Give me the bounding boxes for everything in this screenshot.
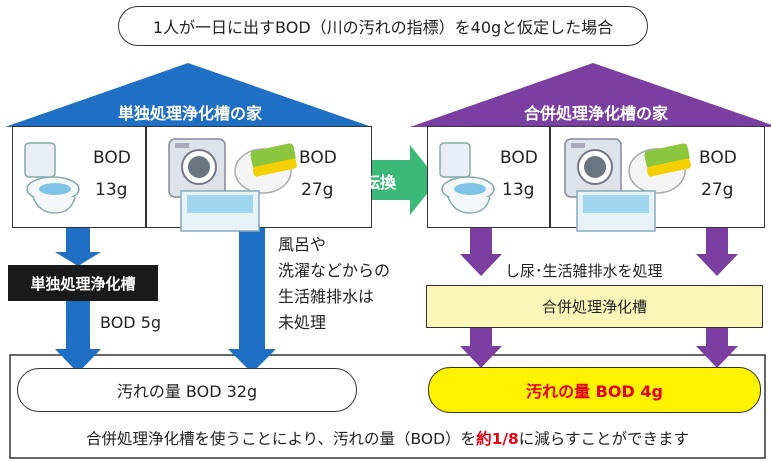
left-toilet-bod-value: 13g <box>95 180 128 200</box>
footer-after: に減らすことができます <box>518 430 689 448</box>
left-house-label: 単独処理浄化槽の家 <box>117 104 262 123</box>
bathtub-icon <box>180 190 260 232</box>
left-sink-bod-value: 27g <box>301 180 334 200</box>
footer-highlight: 約1/8 <box>476 430 519 448</box>
right-treat-note: し尿･生活雑排水を処理 <box>505 262 663 280</box>
left-after-tank-bod: BOD 5g <box>100 313 162 332</box>
right-house-label: 合併処理浄化槽の家 <box>523 104 668 123</box>
left-roof <box>5 63 372 127</box>
right-toilet-room: BOD 13g <box>427 126 550 228</box>
toilet-icon <box>439 142 495 214</box>
left-tank: 単独処理浄化槽 <box>8 265 158 301</box>
right-sink-bod-label: BOD <box>699 148 737 168</box>
right-tank: 合併処理浄化槽 <box>426 285 763 328</box>
dish-sponge-icon <box>628 143 691 194</box>
right-arrow-sink <box>696 228 738 276</box>
right-result-pill: 汚れの量 BOD 4g <box>428 367 761 413</box>
right-toilet-bod-label: BOD <box>500 148 538 168</box>
untreated-note: 風呂や 洗濯などからの 生活雑排水は 未処理 <box>278 232 390 336</box>
untreated-note-line: 生活雑排水は <box>278 287 375 306</box>
right-arrow-right-out <box>696 322 738 368</box>
left-arrow-untreated <box>228 228 276 373</box>
toilet-icon <box>24 142 80 214</box>
left-utility-room: BOD 27g <box>146 126 372 232</box>
untreated-note-line: 洗濯などからの <box>278 261 391 280</box>
left-arrow-toilet <box>55 228 101 266</box>
untreated-note-line: 風呂や <box>278 235 327 254</box>
left-sink-bod-label: BOD <box>299 148 337 168</box>
footer-before: 合併処理浄化槽を使うことにより、汚れの量（BOD）を <box>85 430 477 448</box>
right-utility-room: BOD 27g <box>550 126 765 232</box>
dish-sponge-icon <box>234 143 297 194</box>
right-roof <box>410 63 771 127</box>
untreated-note-line: 未処理 <box>278 313 327 332</box>
left-toilet-bod-label: BOD <box>93 148 131 168</box>
bathtub-icon <box>576 190 656 232</box>
left-arrow-after-tank <box>55 300 101 373</box>
convert-label: 転換 <box>364 173 397 192</box>
left-toilet-room: BOD 13g <box>12 126 146 228</box>
washing-machine-icon <box>564 138 622 198</box>
right-sink-bod-value: 27g <box>701 180 734 200</box>
footer-text: 合併処理浄化槽を使うことにより、汚れの量（BOD）を約1/8に減らすことができま… <box>10 427 765 449</box>
left-result-pill: 汚れの量 BOD 32g <box>17 368 357 412</box>
right-toilet-bod-value: 13g <box>502 180 535 200</box>
right-arrow-toilet <box>460 228 502 276</box>
right-arrow-left-out <box>460 322 502 368</box>
title-banner: 1人が一日に出すBOD（川の汚れの指標）を40gと仮定した場合 <box>118 6 648 46</box>
